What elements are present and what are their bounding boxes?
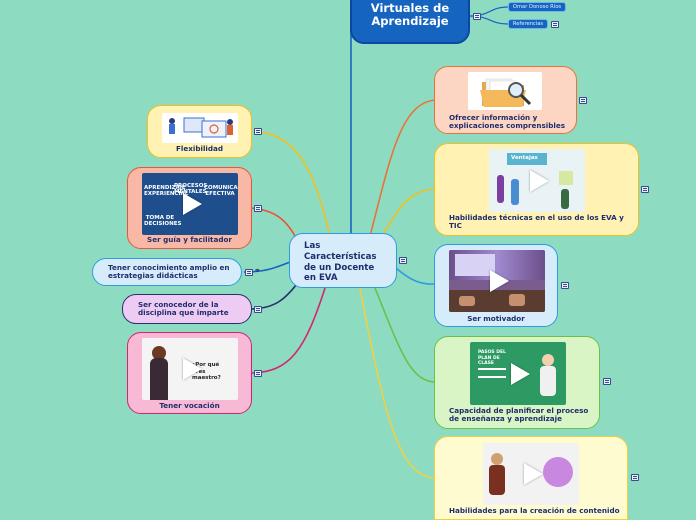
habilidades-tecnicas-notes-icon[interactable]	[641, 186, 649, 193]
node-guia-facilitador-label: Ser guía y facilitador	[147, 235, 232, 244]
node-ser-motivador-label: Ser motivador	[467, 314, 525, 323]
central-topic[interactable]: Las Características de un Docente en EVA	[289, 233, 397, 288]
header-sub-item-references[interactable]: Referencias	[508, 19, 548, 29]
central-notes-icon[interactable]	[399, 257, 407, 264]
node-ofrecer-informacion-label: Ofrecer información y explicaciones comp…	[449, 113, 566, 131]
node-ofrecer-informacion[interactable]: Ofrecer información y explicaciones comp…	[434, 66, 577, 134]
node-flexibilidad[interactable]: Flexibilidad	[147, 105, 252, 158]
creacion-contenido-notes-icon[interactable]	[631, 474, 639, 481]
folder-search-image	[468, 72, 542, 110]
guia-image-text-4: TOMA DE DECISIONES	[144, 215, 182, 227]
node-tener-vocacion[interactable]: ¿Por qué eres maestro? Tener vocación	[127, 332, 252, 414]
play-icon	[183, 193, 202, 215]
ofrecer-notes-icon[interactable]	[579, 97, 587, 104]
play-icon	[524, 463, 543, 485]
plan-de-clase-image-text: PASOS DEL PLAN DE CLASE	[478, 350, 506, 366]
ventajas-video-thumbnail[interactable]: Ventajas	[489, 149, 585, 212]
node-ser-motivador[interactable]: Ser motivador	[434, 244, 558, 327]
flexibilidad-image	[162, 113, 238, 143]
node-capacidad-planificar-label: Capacidad de planificar el proceso de en…	[449, 406, 589, 424]
node-conocedor-disciplina-label: Ser conocedor de la disciplina que impar…	[138, 300, 229, 318]
node-flexibilidad-label: Flexibilidad	[175, 144, 224, 153]
guia-notes-icon[interactable]	[254, 205, 262, 212]
node-guia-facilitador[interactable]: APRENDIZAJE EXPERIENCIAL PROCESOS MENTAL…	[127, 167, 252, 249]
node-conocimiento-estrategias[interactable]: Tener conocimiento amplio en estrategias…	[92, 258, 242, 286]
conocimiento-notes-icon[interactable]	[245, 269, 253, 276]
plan-de-clase-video-thumbnail[interactable]: PASOS DEL PLAN DE CLASE	[470, 342, 566, 405]
play-icon	[511, 362, 530, 385]
ventajas-image-text: Ventajas	[511, 155, 538, 161]
vocacion-notes-icon[interactable]	[254, 370, 262, 377]
header-node[interactable]: Entornos Virtuales de Aprendizaje	[350, 0, 470, 44]
header-notes-icon[interactable]	[473, 13, 481, 20]
node-creacion-contenido[interactable]: Habilidades para la creación de contenid…	[434, 436, 628, 520]
guia-image-text-3: COMUNICACIÓN EFECTIVA	[204, 185, 238, 197]
guia-image-text-1: APRENDIZAJE EXPERIENCIAL	[144, 185, 189, 197]
references-notes-icon[interactable]	[551, 21, 559, 28]
flexibilidad-notes-icon[interactable]	[254, 128, 262, 135]
references-label: Referencias	[512, 21, 544, 27]
node-conocimiento-estrategias-label: Tener conocimiento amplio en estrategias…	[108, 263, 230, 281]
guia-image-text-2: PROCESOS MENTALES	[174, 183, 208, 195]
header-sub-item-author[interactable]: Omar Donoso Ríos	[508, 2, 566, 12]
ser-motivador-notes-icon[interactable]	[561, 282, 569, 289]
node-habilidades-tecnicas[interactable]: Ventajas Habilidades técnicas en el uso …	[434, 143, 639, 236]
play-icon	[530, 169, 549, 192]
link-icon[interactable]: ⚭	[254, 266, 261, 275]
node-tener-vocacion-label: Tener vocación	[159, 401, 220, 410]
capacidad-planificar-notes-icon[interactable]	[603, 378, 611, 385]
motivador-video-thumbnail[interactable]	[449, 250, 545, 312]
node-capacidad-planificar[interactable]: PASOS DEL PLAN DE CLASE Capacidad de pla…	[434, 336, 600, 429]
play-icon	[183, 358, 202, 380]
node-creacion-contenido-label: Habilidades para la creación de contenid…	[449, 506, 620, 515]
conocedor-notes-icon[interactable]	[254, 306, 262, 313]
node-habilidades-tecnicas-label: Habilidades técnicas en el uso de los EV…	[449, 213, 624, 231]
contenido-video-thumbnail[interactable]	[483, 443, 579, 505]
guia-video-thumbnail[interactable]: APRENDIZAJE EXPERIENCIAL PROCESOS MENTAL…	[142, 173, 238, 235]
header-title: Entornos Virtuales de Aprendizaje	[370, 0, 450, 28]
node-conocedor-disciplina[interactable]: Ser conocedor de la disciplina que impar…	[122, 294, 252, 324]
author-label: Omar Donoso Ríos	[512, 4, 562, 10]
vocacion-video-thumbnail[interactable]: ¿Por qué eres maestro?	[142, 338, 238, 400]
central-topic-label: Las Características de un Docente en EVA	[304, 241, 377, 284]
play-icon	[490, 270, 509, 292]
